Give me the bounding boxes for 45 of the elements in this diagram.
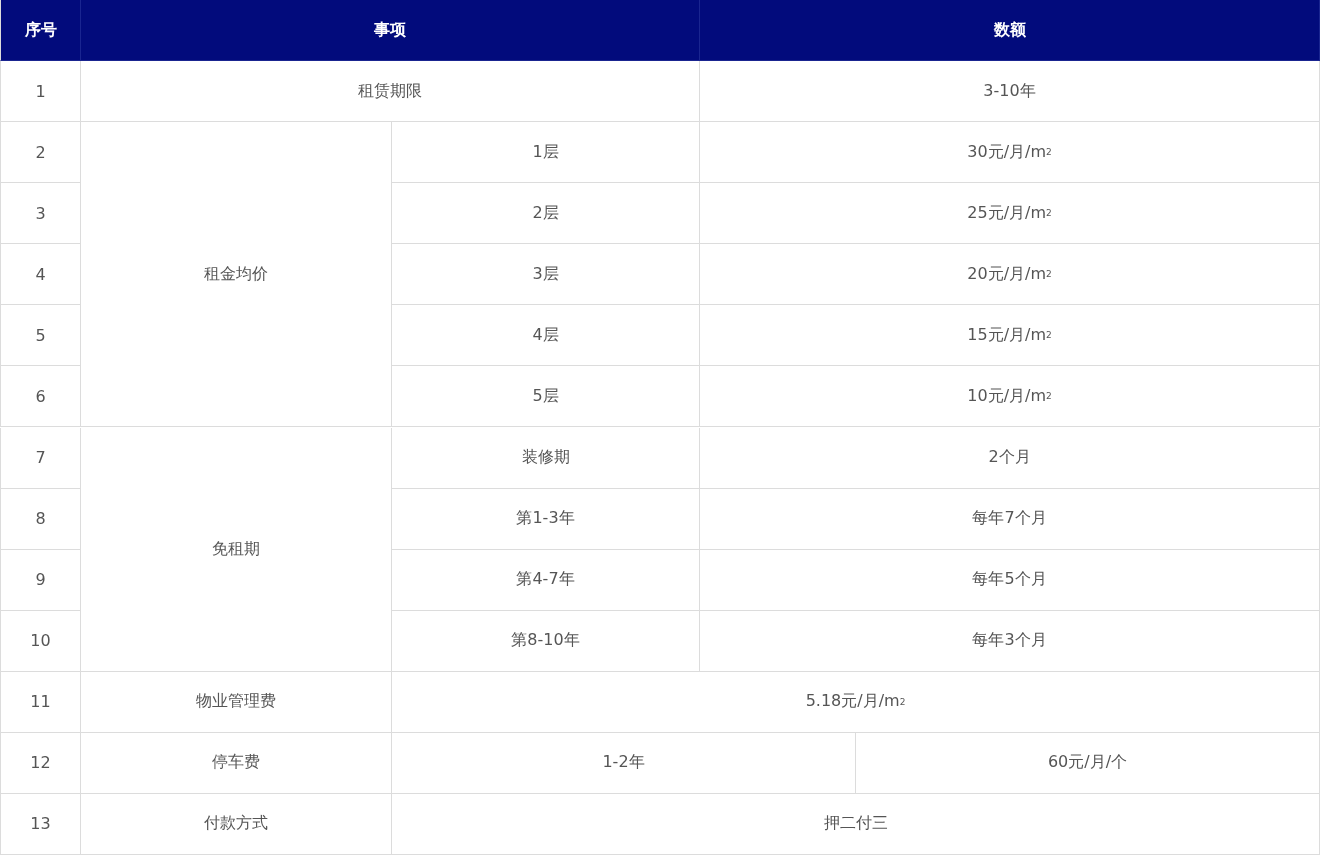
table-cell: 第1-3年	[392, 488, 700, 550]
table-cell: 25元/月/m$^{2}$	[700, 183, 1320, 245]
table-cell: 13	[0, 793, 81, 855]
table-cell: 6	[0, 366, 81, 428]
table-cell: 3层	[392, 244, 700, 306]
table-cell: 第4-7年	[392, 549, 700, 611]
table-cell: 10元/月/m$^{2}$	[700, 366, 1320, 428]
table-cell: 30元/月/m$^{2}$	[700, 122, 1320, 184]
table-cell: 5.18元/月/m$^{2}$	[392, 671, 1320, 733]
table-cell: 4层	[392, 305, 700, 367]
table-cell: 每年5个月	[700, 549, 1320, 611]
table-cell: 5层	[392, 366, 700, 428]
table-cell: 2个月	[700, 427, 1320, 489]
table-cell: 7	[0, 427, 81, 489]
table-cell: 4	[0, 244, 81, 306]
table-cell: 2层	[392, 183, 700, 245]
header-cell: 事项	[81, 0, 700, 62]
table-cell: 9	[0, 549, 81, 611]
table-cell: 免租期	[81, 427, 392, 672]
table-cell: 第8-10年	[392, 610, 700, 672]
table-cell: 付款方式	[81, 793, 392, 855]
table-cell: 11	[0, 671, 81, 733]
table-cell: 租赁期限	[81, 61, 700, 123]
table-cell: 每年3个月	[700, 610, 1320, 672]
table-cell: 1层	[392, 122, 700, 184]
header-cell: 序号	[0, 0, 81, 62]
header-cell: 数额	[700, 0, 1320, 62]
table-cell: 每年7个月	[700, 488, 1320, 550]
table-cell: 15元/月/m$^{2}$	[700, 305, 1320, 367]
table-cell: 2	[0, 122, 81, 184]
table-cell: 12	[0, 732, 81, 794]
table-cell: 3-10年	[700, 61, 1320, 123]
table-cell: 物业管理费	[81, 671, 392, 733]
table-cell: 租金均价	[81, 122, 392, 428]
table-cell: 8	[0, 488, 81, 550]
table-cell: 10	[0, 610, 81, 672]
table-cell: 60元/月/个	[856, 732, 1320, 794]
table-cell: 5	[0, 305, 81, 367]
table-cell: 1	[0, 61, 81, 123]
table-cell: 押二付三	[392, 793, 1320, 855]
table-cell: 3	[0, 183, 81, 245]
table-cell: 20元/月/m$^{2}$	[700, 244, 1320, 306]
table-cell: 装修期	[392, 427, 700, 489]
table-cell: 停车费	[81, 732, 392, 794]
table-cell: 1-2年	[392, 732, 856, 794]
